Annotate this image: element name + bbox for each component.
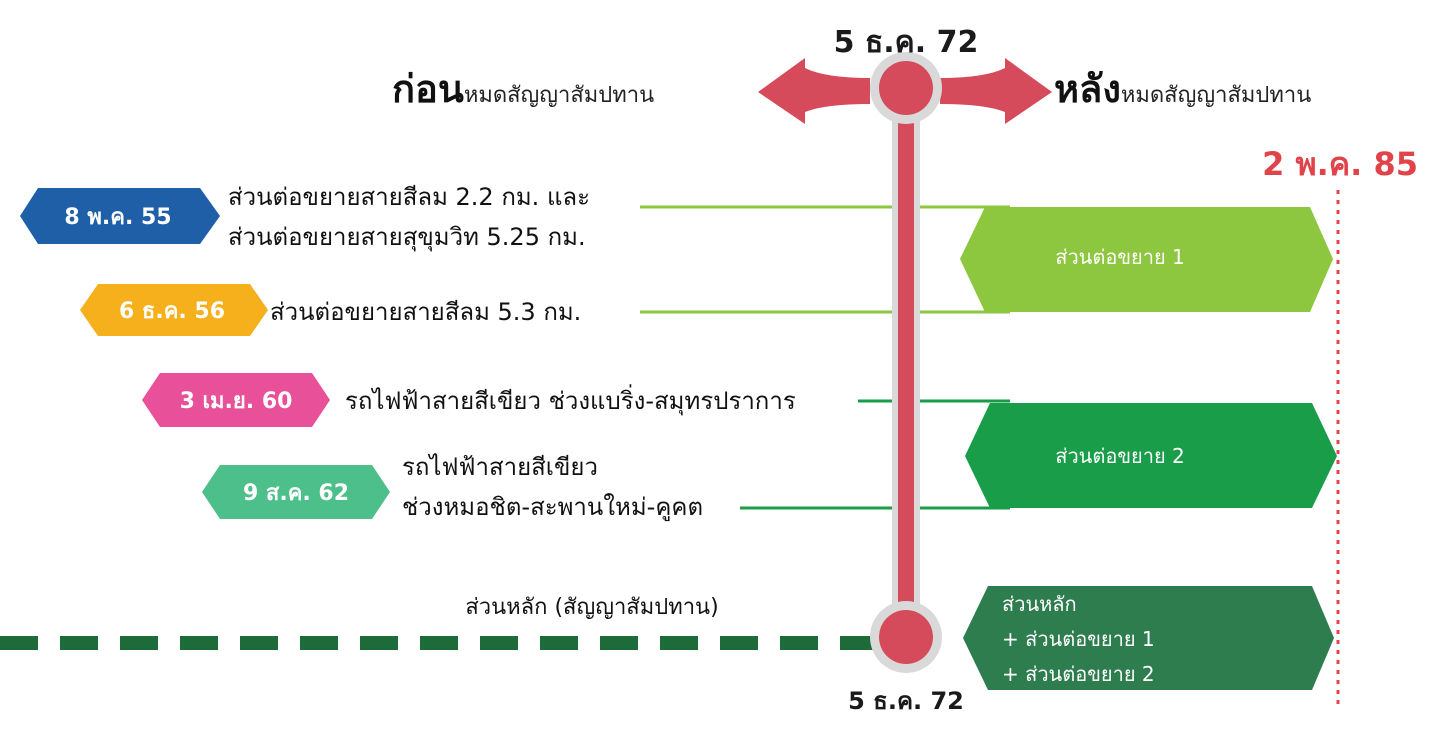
event-4-line-2: ช่วงหมอชิต-สะพานใหม่-คูคต [402, 493, 703, 522]
after-label: หลังหมดสัญญาสัมปทาน [1054, 67, 1311, 111]
connector-lines [640, 205, 1010, 510]
center-date-top: 5 ธ.ค. 72 [834, 25, 979, 60]
right-box-3: ส่วนหลัก + ส่วนต่อขยาย 1 + ส่วนต่อขยาย 2 [963, 586, 1334, 690]
center-date-bottom: 5 ธ.ค. 72 [848, 687, 964, 715]
event-tag-2-date: 6 ธ.ค. 56 [119, 299, 225, 324]
after-label-rest: หมดสัญญาสัมปทาน [1121, 83, 1311, 108]
event-3-line-1: รถไฟฟ้าสายสีเขียว ช่วงแบริ่ง-สมุทรปราการ [345, 384, 796, 416]
before-label-bold: ก่อน [392, 67, 464, 111]
event-tag-3-date: 3 เม.ย. 60 [180, 389, 293, 414]
right-box-3-line-3: + ส่วนต่อขยาย 2 [1002, 662, 1155, 686]
right-box-2-label: ส่วนต่อขยาย 2 [1055, 444, 1185, 468]
before-label: ก่อนหมดสัญญาสัมปทาน [392, 67, 654, 111]
right-box-1-label: ส่วนต่อขยาย 1 [1055, 245, 1185, 269]
event-1-line-2: ส่วนต่อขยายสายสุขุมวิท 5.25 กม. [228, 223, 586, 252]
event-tag-1-date: 8 พ.ค. 55 [64, 205, 171, 230]
event-1-line-1: ส่วนต่อขยายสายสีลม 2.2 กม. และ [228, 183, 590, 211]
right-arrow [940, 58, 1052, 124]
right-box-3-line-2: + ส่วนต่อขยาย 1 [1002, 627, 1155, 651]
center-spine [870, 52, 942, 673]
right-box-1: ส่วนต่อขยาย 1 [960, 207, 1333, 312]
event-2-line-1: ส่วนต่อขยายสายสีลม 5.3 กม. [270, 298, 581, 326]
event-tag-3: 3 เม.ย. 60 [142, 373, 330, 427]
event-4-line-1: รถไฟฟ้าสายสีเขียว [402, 453, 598, 481]
right-box-3-line-1: ส่วนหลัก [1002, 592, 1077, 616]
event-tag-2: 6 ธ.ค. 56 [80, 284, 268, 336]
end-date: 2 พ.ค. 85 [1262, 145, 1418, 183]
event-tag-4: 9 ส.ค. 62 [202, 465, 390, 519]
after-label-bold: หลัง [1054, 67, 1121, 111]
main-segment-label: ส่วนหลัก (สัญญาสัมปทาน) [465, 595, 718, 620]
before-label-rest: หมดสัญญาสัมปทาน [464, 83, 654, 108]
event-tag-1: 8 พ.ค. 55 [20, 188, 220, 244]
left-arrow [758, 58, 870, 124]
event-tag-4-date: 9 ส.ค. 62 [243, 481, 349, 506]
right-box-2: ส่วนต่อขยาย 2 [965, 403, 1337, 508]
